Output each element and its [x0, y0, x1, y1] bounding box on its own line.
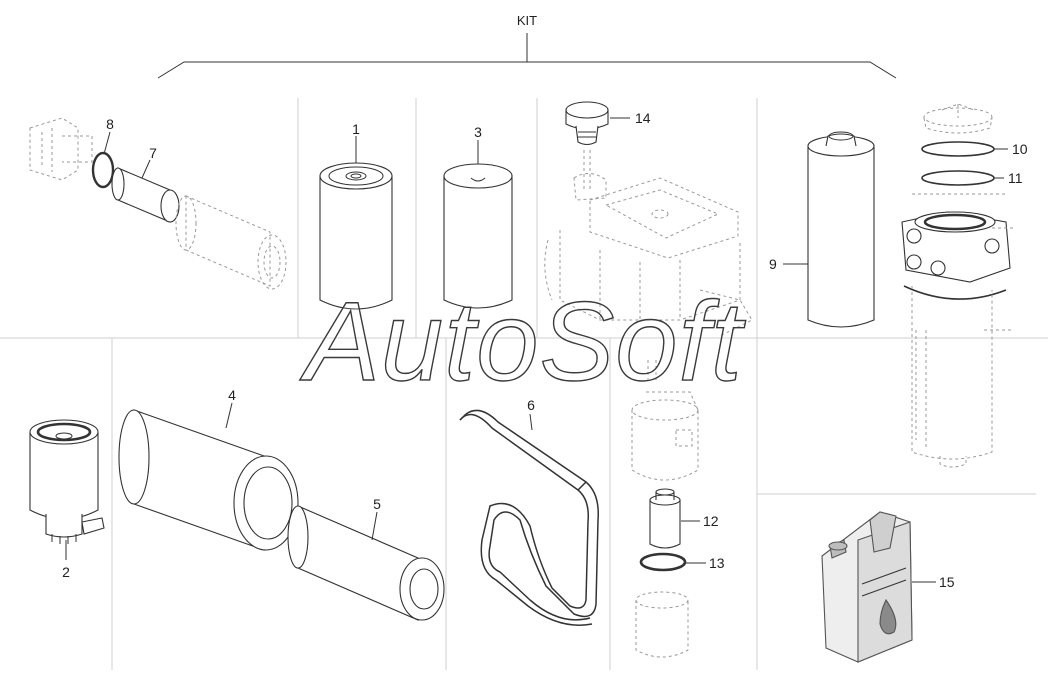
part-2-fuel-filter — [29, 419, 105, 544]
callout-1: 1 — [352, 121, 360, 137]
part-3-filter-element — [443, 163, 513, 309]
callout-7: 7 — [149, 145, 157, 161]
part-14-group — [544, 101, 753, 337]
cartridge-7 — [111, 167, 180, 223]
part-12-13-group — [631, 360, 699, 658]
callout-3: 3 — [474, 124, 482, 140]
part-4-air-filter — [118, 409, 299, 551]
cap-10 — [923, 103, 993, 134]
part-15-oil-canister — [821, 511, 913, 663]
callout-2: 2 — [62, 564, 70, 580]
callout-4: 4 — [228, 387, 236, 403]
callout-9: 9 — [769, 256, 777, 272]
o-ring-11 — [921, 170, 995, 186]
callout-11: 11 — [1008, 170, 1023, 186]
o-ring-8 — [91, 151, 115, 189]
o-ring-10 — [921, 141, 995, 157]
part-10-11-group — [901, 103, 1014, 468]
kit-label: KIT — [517, 13, 537, 28]
callout-6: 6 — [527, 397, 535, 413]
callout-5: 5 — [373, 496, 381, 512]
part-5-air-filter — [287, 505, 445, 621]
fitting-ghost — [29, 117, 93, 181]
callout-10: 10 — [1012, 141, 1028, 157]
filter-housing-ghost — [901, 193, 1014, 468]
section-dividers — [0, 98, 1048, 670]
leader-lines — [65, 117, 1008, 583]
part-7-8-group — [29, 117, 287, 290]
callout-15: 15 — [939, 574, 955, 590]
callout-labels: 1 3 8 7 14 9 10 11 4 5 6 2 12 13 15 — [62, 110, 1028, 590]
part-1-spin-on-filter — [319, 162, 393, 310]
cap-14 — [565, 101, 609, 146]
element-12 — [649, 488, 681, 549]
callout-8: 8 — [106, 116, 114, 132]
housing-ghost — [175, 195, 287, 290]
o-ring-13 — [639, 552, 687, 572]
part-6-belt — [459, 409, 599, 626]
kit-header: KIT — [157, 13, 897, 79]
part-9-air-element — [807, 131, 875, 328]
callout-14: 14 — [635, 110, 651, 126]
watermark: AutoSoft — [299, 279, 746, 404]
callout-12: 12 — [703, 513, 719, 529]
housing-ghost-12 — [631, 360, 699, 658]
callout-13: 13 — [709, 555, 725, 571]
gearbox-ghost — [544, 150, 753, 337]
